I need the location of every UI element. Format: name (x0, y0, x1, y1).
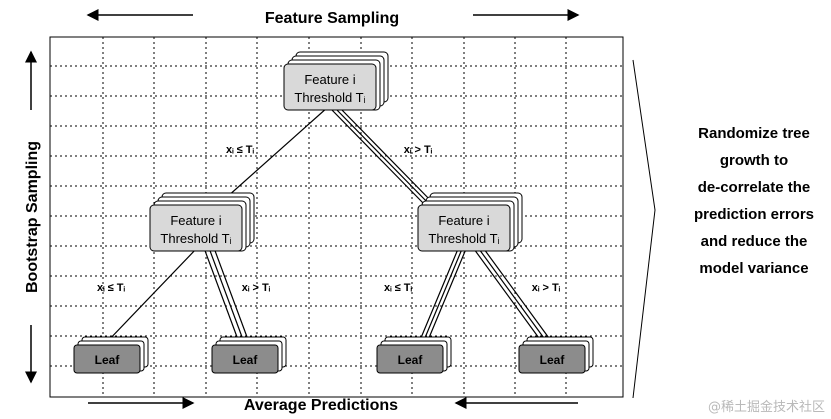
right-node-line2: Threshold Tᵢ (428, 231, 499, 246)
leaf-4: Leaf (518, 336, 594, 374)
side-text-line-4: prediction errors (694, 206, 814, 223)
root-node: Feature i Threshold Tᵢ (283, 51, 389, 111)
root-node-line2: Threshold Tᵢ (294, 90, 365, 105)
watermark: @稀土掘金技术社区 (707, 400, 825, 415)
leaf-2: Leaf (211, 336, 287, 374)
edge-right-leaf3 (417, 248, 467, 346)
left-node-line1: Feature i (170, 213, 221, 228)
edge-label-root-left: xᵢ ≤ Tᵢ (226, 144, 255, 156)
leaf-2-label: Leaf (233, 353, 259, 367)
edge-label-right-right: xᵢ > Tᵢ (532, 282, 561, 294)
right-bracket (632, 59, 656, 399)
leaf-4-label: Leaf (540, 353, 566, 367)
edge-left-leaf2 (203, 247, 251, 346)
side-text-line-5: and reduce the (701, 233, 808, 250)
edge-label-right-left: xᵢ ≤ Tᵢ (384, 282, 413, 294)
leaf-3: Leaf (376, 336, 452, 374)
edge-root-left (217, 106, 329, 206)
right-node-line1: Feature i (438, 213, 489, 228)
edge-label-left-left: xᵢ ≤ Tᵢ (97, 282, 126, 294)
bootstrap-sampling-label: Bootstrap Sampling (24, 141, 41, 293)
leaf-3-label: Leaf (398, 353, 424, 367)
side-text-line-3: de-correlate the (698, 179, 811, 196)
feature-sampling-label: Feature Sampling (265, 10, 399, 27)
root-node-line1: Feature i (304, 72, 355, 87)
edge-label-root-right: xᵢ > Tᵢ (404, 144, 433, 156)
side-text-line-6: model variance (699, 260, 808, 277)
side-text-line-2: growth to (720, 152, 788, 169)
edge-left-leaf1 (103, 246, 199, 346)
side-text: Randomize tree growth to de-correlate th… (694, 125, 814, 277)
grid-frame (49, 36, 624, 398)
side-text-line-1: Randomize tree (698, 125, 810, 142)
right-node: Feature i Threshold Tᵢ (417, 192, 523, 252)
leaf-1-label: Leaf (95, 353, 121, 367)
edge-label-left-right: xᵢ > Tᵢ (242, 282, 271, 294)
leaf-1: Leaf (73, 336, 149, 374)
edges (103, 106, 555, 346)
edge-right-leaf4 (473, 248, 555, 346)
edge-root-right (329, 107, 437, 207)
left-node-line2: Threshold Tᵢ (160, 231, 231, 246)
left-node: Feature i Threshold Tᵢ (149, 192, 255, 252)
average-predictions-label: Average Predictions (244, 397, 398, 414)
